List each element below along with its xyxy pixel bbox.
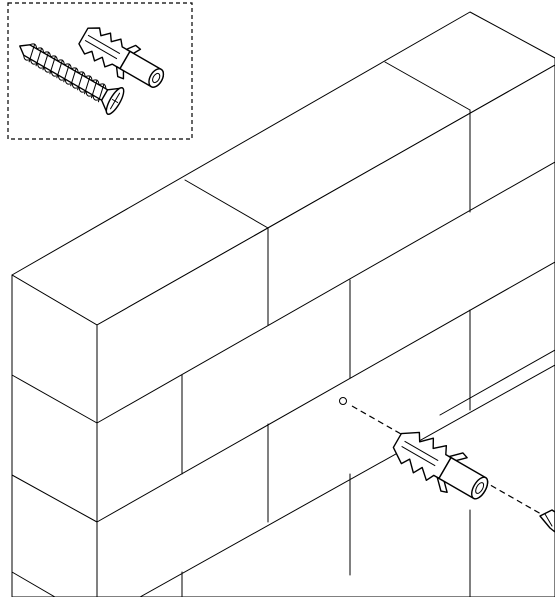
top-brick-joint xyxy=(184,179,269,229)
insertion-guide xyxy=(339,397,555,523)
mortar-course xyxy=(139,364,555,597)
mortar-course-end xyxy=(11,571,56,597)
drill-hole-mark xyxy=(339,397,347,405)
mortar-course-end xyxy=(11,374,98,424)
wall-plug-icon xyxy=(78,27,165,88)
mortar-course xyxy=(96,261,555,523)
top-brick-joint xyxy=(384,61,471,111)
wall-plug-icon xyxy=(392,431,489,500)
mortar-course xyxy=(96,161,555,424)
wall-end-face xyxy=(11,274,98,597)
mortar-course xyxy=(439,349,555,416)
screw-tip-icon xyxy=(539,509,555,533)
inset-frame xyxy=(7,2,193,140)
mortar-course-end xyxy=(11,474,98,523)
insertion-axis-line xyxy=(351,405,555,523)
screw-icon xyxy=(19,43,125,115)
parts-inset xyxy=(7,2,193,140)
